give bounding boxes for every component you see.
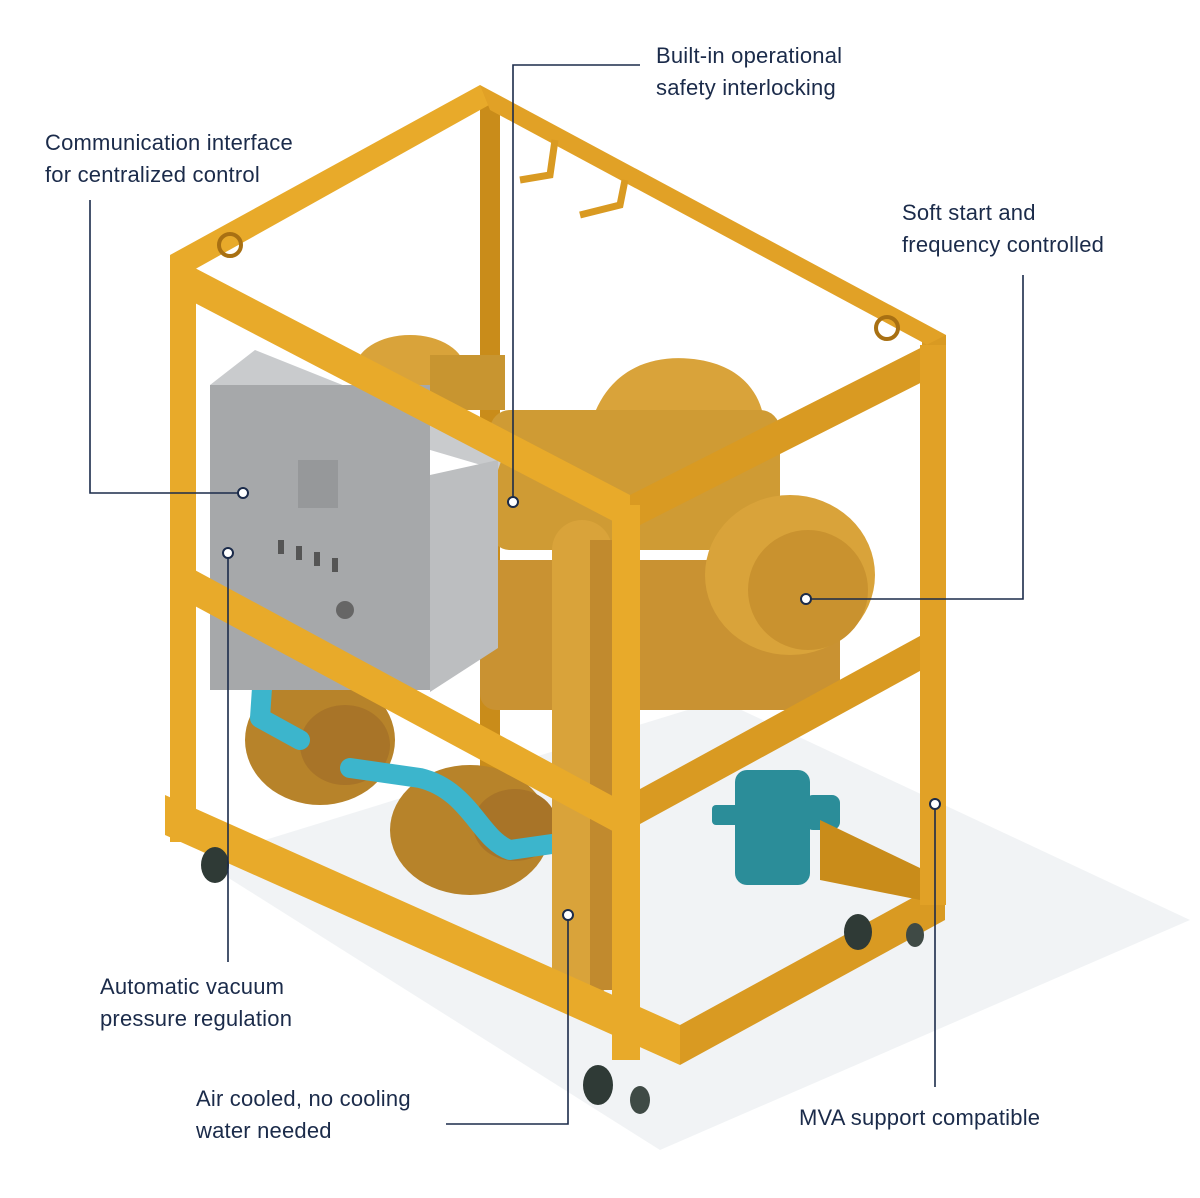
callout-builtin-line2: safety interlocking — [656, 75, 836, 100]
marker-dots — [222, 487, 941, 921]
frame-front-post-center — [612, 505, 640, 1060]
callout-builtin-interlocking: Built-in operational safety interlocking — [656, 40, 842, 104]
frame-bottom-rail-left — [165, 795, 680, 1065]
caster-front-center — [583, 1065, 613, 1105]
callout-auto-line2: pressure regulation — [100, 1006, 293, 1031]
control-main-switch — [336, 601, 354, 619]
lifting-eye-right — [874, 315, 900, 341]
callout-soft-line2: frequency controlled — [902, 232, 1105, 257]
callout-air-line2: water needed — [196, 1118, 332, 1143]
frame-mid-rail-right — [620, 625, 940, 835]
callout-communication-interface: Communication interface for centralized … — [45, 127, 293, 191]
frame-front-post-right — [920, 345, 946, 905]
teal-filter-inlet — [712, 805, 740, 825]
marker-dot-auto — [222, 547, 234, 559]
teal-filter-canister — [735, 770, 810, 885]
marker-dot-mva — [929, 798, 941, 810]
teal-pipe-middle — [340, 758, 562, 860]
marker-dot-air — [562, 909, 574, 921]
marker-dot-soft — [800, 593, 812, 605]
frame-top-back-rail-right — [480, 85, 946, 355]
frame-front-post-left — [170, 262, 196, 842]
callout-auto-line1: Automatic vacuum — [100, 974, 285, 999]
frame-bottom-rail-right — [680, 880, 945, 1065]
teal-filter-outlet — [805, 795, 840, 830]
leader-lines — [89, 64, 1024, 1125]
leader-line-builtin — [512, 64, 640, 502]
frame-top-front-rail-right — [630, 335, 946, 530]
caster-back-far-right — [906, 923, 924, 947]
callout-vacuum-regulation: Automatic vacuum pressure regulation — [100, 971, 292, 1035]
callout-mva-support: MVA support compatible — [799, 1102, 1040, 1134]
leader-line-comm — [89, 200, 243, 494]
marker-dot-comm — [237, 487, 249, 499]
frame-top-front-rail-left — [170, 255, 630, 530]
control-switch-3 — [314, 552, 320, 566]
callout-comm-line1: Communication interface — [45, 130, 293, 155]
vertical-tank-shade — [590, 540, 612, 990]
lifting-hook-1 — [519, 139, 559, 184]
callout-mva-line1: MVA support compatible — [799, 1105, 1041, 1130]
frame-bottom-tray — [820, 820, 945, 905]
marker-dot-builtin — [507, 496, 519, 508]
leader-line-soft — [806, 275, 1024, 600]
callout-soft-line1: Soft start and — [902, 200, 1036, 225]
callout-air-cooled: Air cooled, no cooling water needed — [196, 1083, 411, 1147]
control-cabinet-side — [430, 460, 498, 692]
soft-start-motor-face — [748, 530, 868, 650]
pump-body — [490, 410, 780, 550]
callout-comm-line2: for centralized control — [45, 162, 260, 187]
caster-back-center — [630, 1086, 650, 1114]
leader-line-air — [446, 915, 569, 1125]
lifting-hook-2 — [579, 179, 629, 219]
callout-soft-start: Soft start and frequency controlled — [902, 197, 1104, 261]
control-switch-4 — [332, 558, 338, 572]
control-switch-2 — [296, 546, 302, 560]
frame-mid-rail-left — [180, 562, 620, 835]
teal-pipe-left — [250, 678, 310, 750]
frame-top-back-rail-left — [170, 85, 498, 272]
callout-builtin-line1: Built-in operational — [656, 43, 843, 68]
caster-front-left — [201, 847, 229, 883]
caster-back-right — [844, 914, 872, 950]
control-cabinet-display — [298, 460, 338, 508]
callout-air-line1: Air cooled, no cooling — [196, 1086, 411, 1111]
lifting-eye-left — [217, 232, 243, 258]
control-switch-1 — [278, 540, 284, 554]
